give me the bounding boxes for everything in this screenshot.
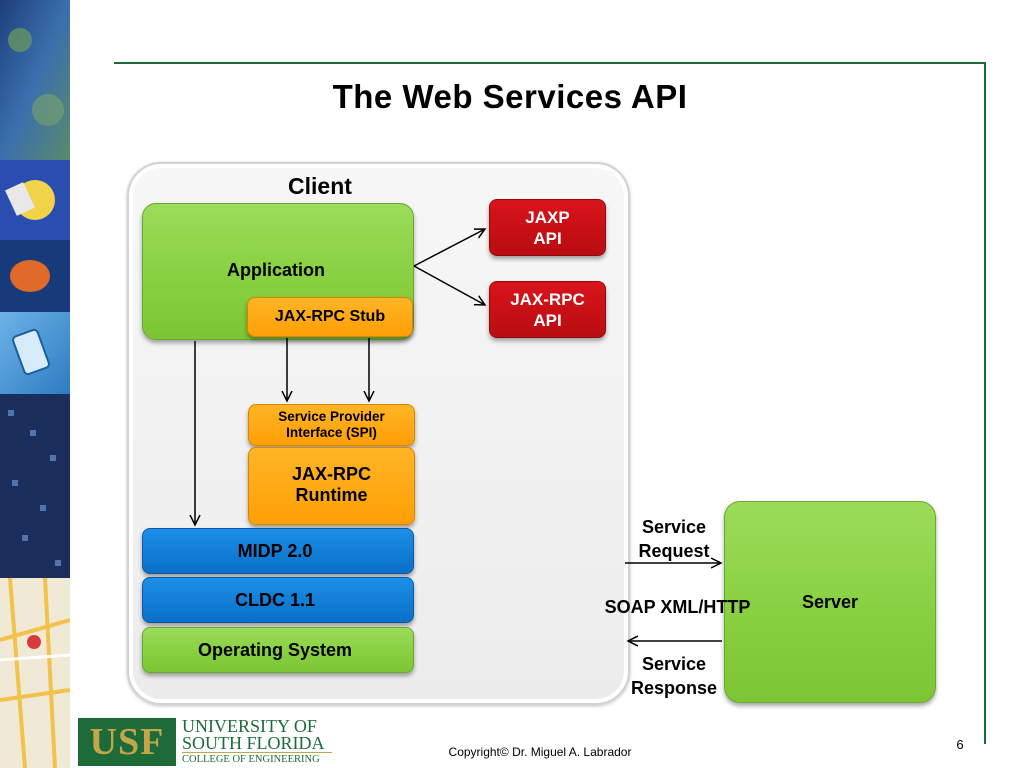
circuit-image: [0, 394, 70, 578]
arrow-app-to-jaxp: [413, 229, 485, 267]
jax-rpc-stub-box: JAX-RPC Stub: [247, 297, 413, 337]
jax-rpc-api-label: JAX-RPC API: [510, 289, 585, 330]
decorative-image-strip: [0, 0, 70, 768]
page-number: 6: [956, 737, 964, 752]
jax-rpc-runtime-box: JAX-RPC Runtime: [248, 447, 415, 525]
runtime-label-line1: JAX-RPC: [291, 464, 371, 484]
service-response-label: Service Response: [614, 652, 734, 700]
midp-label: MIDP 2.0: [237, 540, 313, 561]
usf-logo-line1: UNIVERSITY OF: [182, 716, 317, 736]
service-request-label: Service Request: [614, 515, 734, 563]
service-response-line2: Response: [630, 678, 718, 698]
protocol-label: SOAP XML/HTTP: [604, 597, 751, 617]
usf-logo-line2: SOUTH FLORIDA: [182, 734, 332, 753]
usf-logo: USF UNIVERSITY OF SOUTH FLORIDA COLLEGE …: [78, 717, 332, 768]
right-frame-line: [984, 62, 986, 744]
usf-logo-line3: COLLEGE OF ENGINEERING: [182, 754, 320, 765]
server-box: Server: [724, 501, 936, 703]
usf-logo-text: UNIVERSITY OF SOUTH FLORIDA COLLEGE OF E…: [182, 716, 332, 767]
copyright-text: Copyright© Dr. Miguel A. Labrador: [448, 745, 632, 759]
spi-label-line1: Service Provider: [278, 409, 385, 424]
jax-rpc-api-box: JAX-RPC API: [489, 281, 606, 338]
server-label: Server: [801, 591, 859, 612]
client-label: Client: [288, 173, 352, 199]
service-request-line1: Service: [641, 517, 707, 537]
cldc-label: CLDC 1.1: [234, 589, 315, 610]
cldc-box: CLDC 1.1: [142, 577, 414, 623]
jaxp-api-label: JAXP API: [525, 207, 570, 248]
runtime-label-line2: Runtime: [295, 485, 368, 505]
top-frame-line: [114, 62, 986, 64]
jax-rpc-stub-label: JAX-RPC Stub: [274, 308, 386, 325]
spi-label-line2: Interface (SPI): [286, 425, 377, 440]
jaxp-api-box: JAXP API: [489, 199, 606, 256]
application-label: Application: [227, 260, 325, 280]
spi-box: Service Provider Interface (SPI): [248, 404, 415, 446]
operating-system-box: Operating System: [142, 627, 414, 673]
service-request-line2: Request: [638, 541, 710, 561]
midp-box: MIDP 2.0: [142, 528, 414, 574]
operating-system-label: Operating System: [197, 639, 353, 660]
satellite-image: [0, 0, 70, 160]
slide-title: The Web Services API: [332, 78, 688, 115]
arrow-app-to-jaxrpc-api: [413, 265, 485, 305]
usf-logo-abbr: USF: [89, 721, 165, 763]
usf-logo-mark: USF: [78, 718, 176, 766]
service-response-line1: Service: [641, 654, 707, 674]
